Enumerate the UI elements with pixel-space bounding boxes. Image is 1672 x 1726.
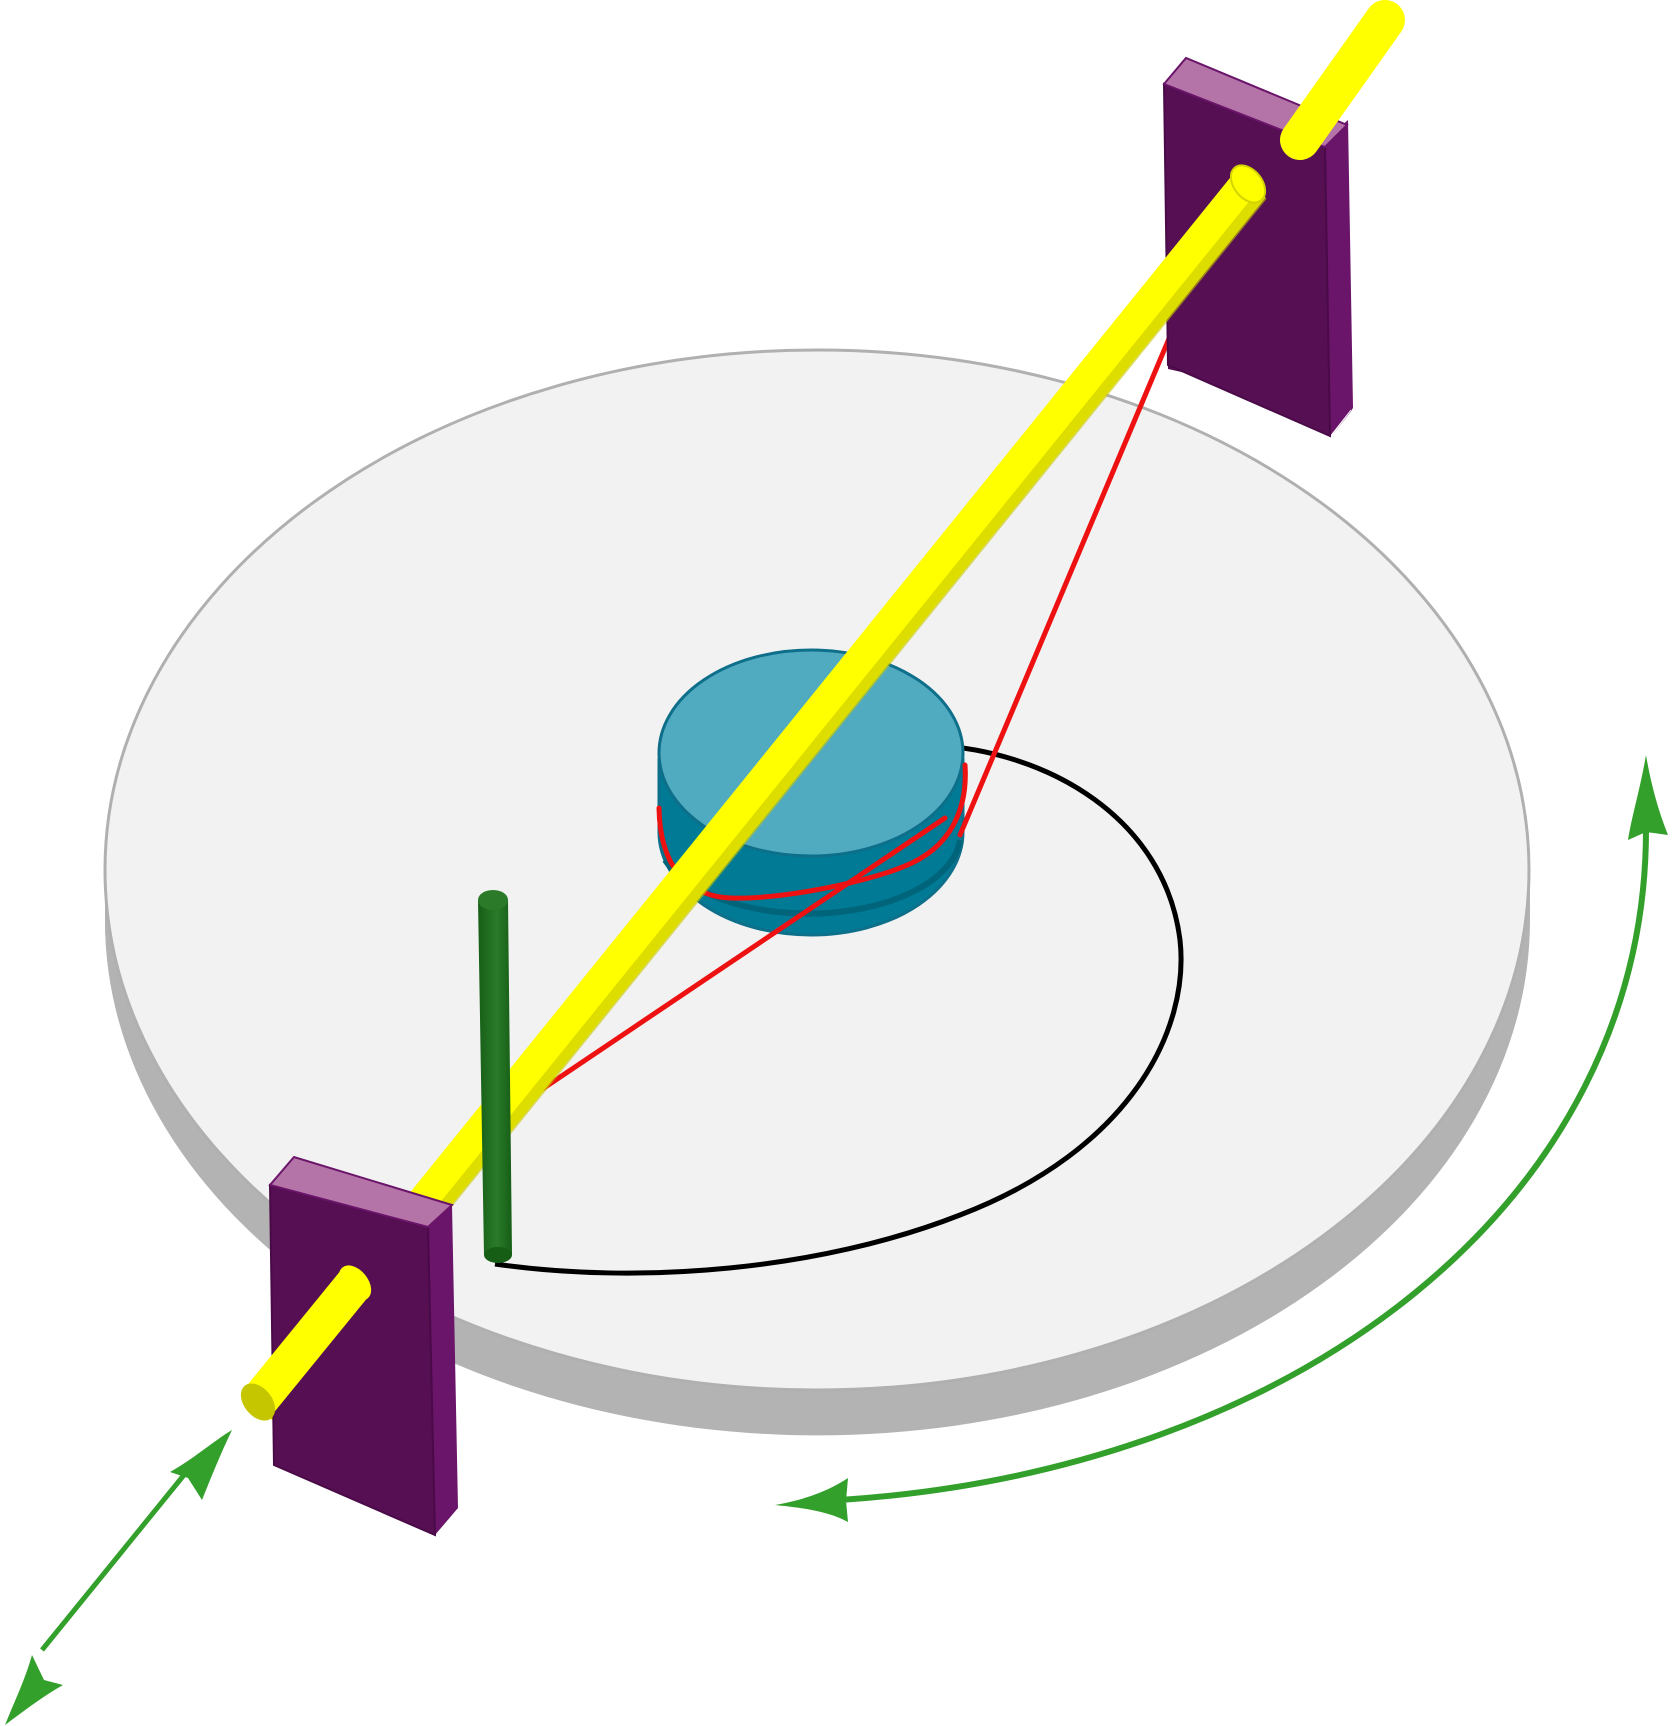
string-upper-segment <box>957 262 1203 838</box>
translation-arrow-shaft <box>40 1468 190 1652</box>
front-post-side-face <box>428 1205 458 1535</box>
pin-bottom <box>484 1247 512 1263</box>
rotation-arrow-arc <box>839 829 1649 1503</box>
curved-double-arrow-icon <box>775 755 1668 1522</box>
back-post-side-right <box>1325 125 1352 436</box>
translation-arrowhead-bottom <box>5 1655 63 1725</box>
string-lower-segment <box>523 815 948 1103</box>
rod-back-stub <box>1280 0 1405 160</box>
pin-top <box>478 890 508 910</box>
rod-front-stub <box>243 1270 370 1415</box>
translation-arrowhead-top <box>170 1430 232 1500</box>
front-post <box>268 1155 458 1537</box>
rod-back-end <box>1229 164 1267 204</box>
rotation-arrowhead-bottom <box>775 1478 848 1522</box>
green-pin <box>478 890 512 1263</box>
rod-front-end <box>240 1265 372 1421</box>
double-arrow-icon <box>5 1430 232 1725</box>
rotation-arrowhead-top <box>1628 755 1668 840</box>
rod-front-hole <box>338 1265 372 1301</box>
pin-body <box>478 900 512 1255</box>
rod-front-cap <box>240 1383 276 1421</box>
pin-path-circle <box>494 742 1184 1276</box>
front-post-top-face <box>268 1155 454 1229</box>
